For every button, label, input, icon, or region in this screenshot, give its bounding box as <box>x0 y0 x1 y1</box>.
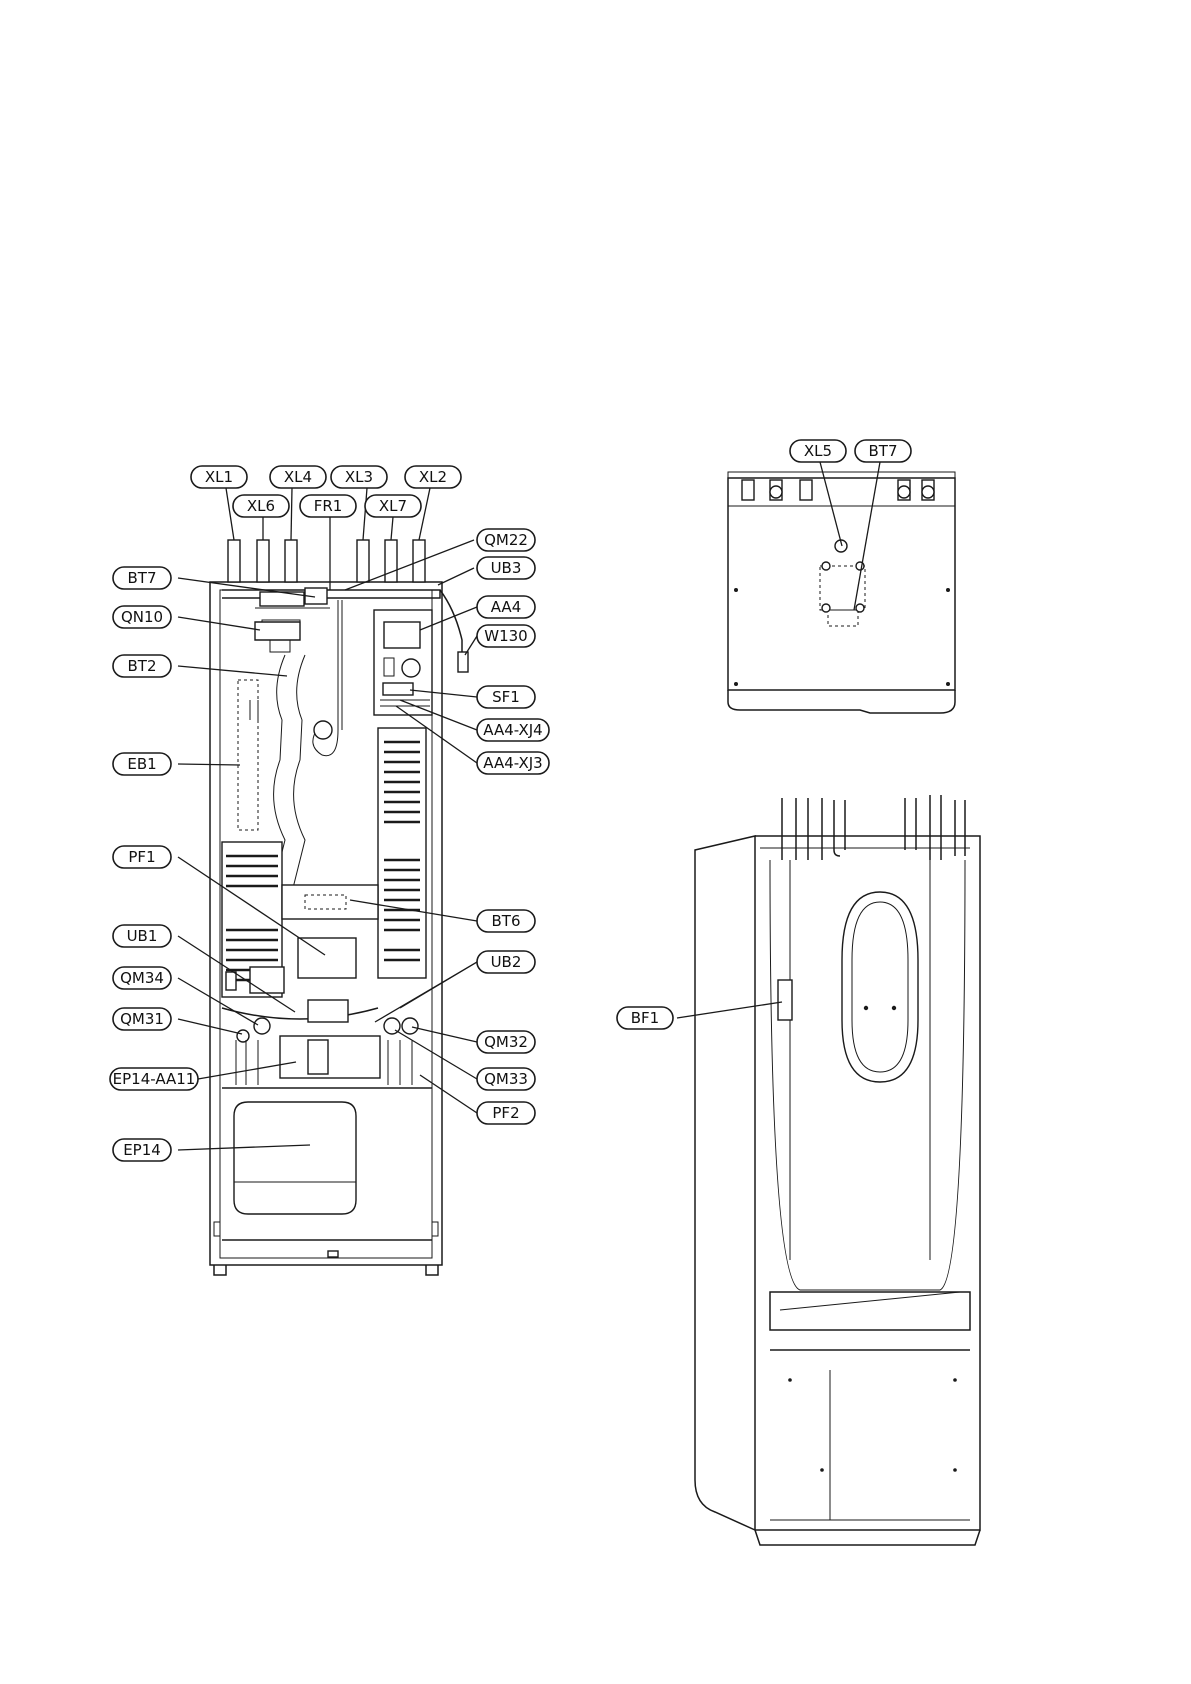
svg-text:UB2: UB2 <box>491 953 522 971</box>
label-PF2: PF2 <box>477 1102 535 1124</box>
svg-text:UB1: UB1 <box>127 927 158 945</box>
svg-text:XL3: XL3 <box>345 468 373 486</box>
label-QM33: QM33 <box>477 1068 535 1090</box>
label-UB2: UB2 <box>477 951 535 973</box>
svg-text:AA4: AA4 <box>491 598 521 616</box>
svg-text:EB1: EB1 <box>127 755 156 773</box>
label-BT7: BT7 <box>113 567 171 589</box>
svg-text:QM31: QM31 <box>120 1010 164 1028</box>
svg-text:PF1: PF1 <box>128 848 155 866</box>
svg-text:XL4: XL4 <box>284 468 312 486</box>
side-view-drawing <box>695 795 980 1545</box>
label-QM22: QM22 <box>477 529 535 551</box>
svg-text:XL5: XL5 <box>804 442 832 460</box>
label-W130: W130 <box>477 625 535 647</box>
label-XL4: XL4 <box>270 466 326 488</box>
label-BT7-top: BT7 <box>855 440 911 462</box>
svg-text:QN10: QN10 <box>121 608 163 626</box>
label-BF1: BF1 <box>617 1007 673 1029</box>
label-EB1: EB1 <box>113 753 171 775</box>
label-PF1: PF1 <box>113 846 171 868</box>
svg-text:BT6: BT6 <box>492 912 521 930</box>
top-view-labels: XL5 BT7 <box>790 440 911 462</box>
svg-text:EP14: EP14 <box>123 1141 161 1159</box>
label-UB3: UB3 <box>477 557 535 579</box>
label-XL7: XL7 <box>365 495 421 517</box>
top-view-connectors <box>742 480 934 500</box>
side-view-labels: BF1 <box>617 1007 673 1029</box>
svg-text:BF1: BF1 <box>631 1009 659 1027</box>
label-XL3: XL3 <box>331 466 387 488</box>
svg-text:XL7: XL7 <box>379 497 407 515</box>
label-XL2: XL2 <box>405 466 461 488</box>
label-EP14: EP14 <box>113 1139 171 1161</box>
svg-text:QM32: QM32 <box>484 1033 528 1051</box>
svg-text:QM33: QM33 <box>484 1070 528 1088</box>
svg-text:XL2: XL2 <box>419 468 447 486</box>
label-UB1: UB1 <box>113 925 171 947</box>
svg-text:QM22: QM22 <box>484 531 528 549</box>
label-BT6: BT6 <box>477 910 535 932</box>
label-AA4-XJ3: AA4-XJ3 <box>477 752 549 774</box>
svg-text:BT2: BT2 <box>128 657 157 675</box>
label-EP14-AA11: EP14-AA11 <box>110 1068 198 1090</box>
label-QM34: QM34 <box>113 967 171 989</box>
label-XL5: XL5 <box>790 440 846 462</box>
svg-text:XL6: XL6 <box>247 497 275 515</box>
label-QN10: QN10 <box>113 606 171 628</box>
label-AA4: AA4 <box>477 596 535 618</box>
svg-text:AA4-XJ3: AA4-XJ3 <box>483 754 542 772</box>
top-pipe-connections <box>228 540 425 582</box>
svg-text:PF2: PF2 <box>492 1104 519 1122</box>
svg-text:SF1: SF1 <box>492 688 520 706</box>
svg-text:XL1: XL1 <box>205 468 233 486</box>
svg-text:W130: W130 <box>484 627 527 645</box>
label-QM32: QM32 <box>477 1031 535 1053</box>
label-AA4-XJ4: AA4-XJ4 <box>477 719 549 741</box>
label-XL1: XL1 <box>191 466 247 488</box>
label-BT2: BT2 <box>113 655 171 677</box>
svg-text:FR1: FR1 <box>314 497 343 515</box>
top-view-drawing <box>728 472 955 713</box>
svg-text:QM34: QM34 <box>120 969 164 987</box>
svg-text:UB3: UB3 <box>491 559 522 577</box>
svg-text:BT7: BT7 <box>869 442 898 460</box>
front-view-drawing <box>210 540 468 1275</box>
label-XL6: XL6 <box>233 495 289 517</box>
svg-text:AA4-XJ4: AA4-XJ4 <box>483 721 542 739</box>
svg-text:EP14-AA11: EP14-AA11 <box>113 1070 196 1088</box>
label-QM31: QM31 <box>113 1008 171 1030</box>
svg-text:BT7: BT7 <box>128 569 157 587</box>
label-SF1: SF1 <box>477 686 535 708</box>
label-FR1: FR1 <box>300 495 356 517</box>
